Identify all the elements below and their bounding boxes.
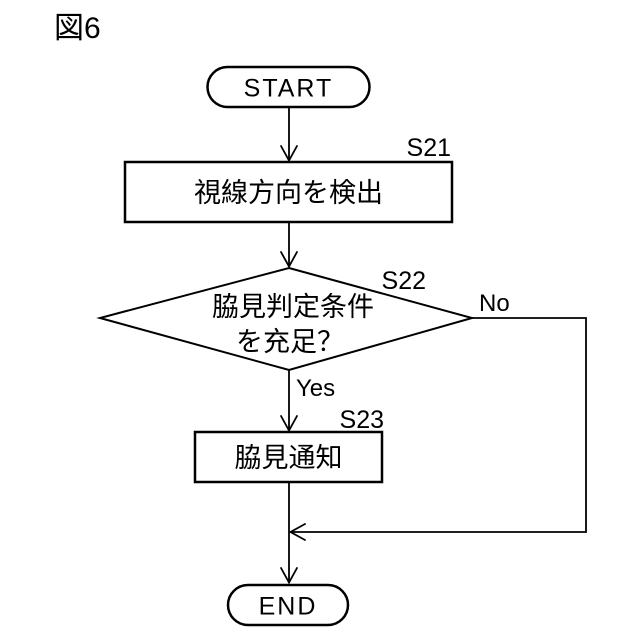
arrow-left-icon [288, 523, 306, 541]
s21-label: 視線方向を検出 [194, 178, 383, 208]
s23-process-shape [193, 430, 384, 484]
branch-label-yes: Yes [296, 375, 335, 402]
node-end: END [226, 583, 350, 627]
end-terminal-shape [226, 583, 350, 627]
s22-label-line2: を充足？ [236, 327, 344, 357]
edge-s22-no-path [288, 317, 587, 541]
end-label: END [259, 593, 318, 621]
node-s21: S21 視線方向を検出 [123, 134, 454, 224]
edge-s21-s22 [280, 222, 298, 269]
arrow-down-icon [280, 251, 298, 269]
node-start: START [206, 65, 371, 109]
step-label-s23: S23 [340, 406, 384, 434]
figure-title: 図6 [54, 12, 101, 45]
branch-label-no: No [479, 290, 510, 317]
arrow-down-icon [280, 415, 298, 433]
edge-no-polyline [291, 317, 587, 533]
step-label-s22: S22 [382, 267, 426, 295]
start-label: START [244, 75, 334, 103]
edge-s22-s23 [280, 370, 298, 433]
arrow-down-icon [280, 567, 298, 585]
edge-s23-end [280, 483, 298, 585]
s21-process-shape [123, 160, 454, 224]
step-label-s21: S21 [407, 134, 451, 162]
node-s23: S23 脇見通知 [193, 406, 384, 484]
node-s22: S22 脇見判定条件 を充足？ [96, 266, 476, 372]
s22-label-line1: 脇見判定条件 [212, 292, 374, 322]
s23-label: 脇見通知 [235, 443, 343, 473]
edge-start-s21 [280, 107, 298, 163]
arrow-down-icon [280, 145, 298, 163]
